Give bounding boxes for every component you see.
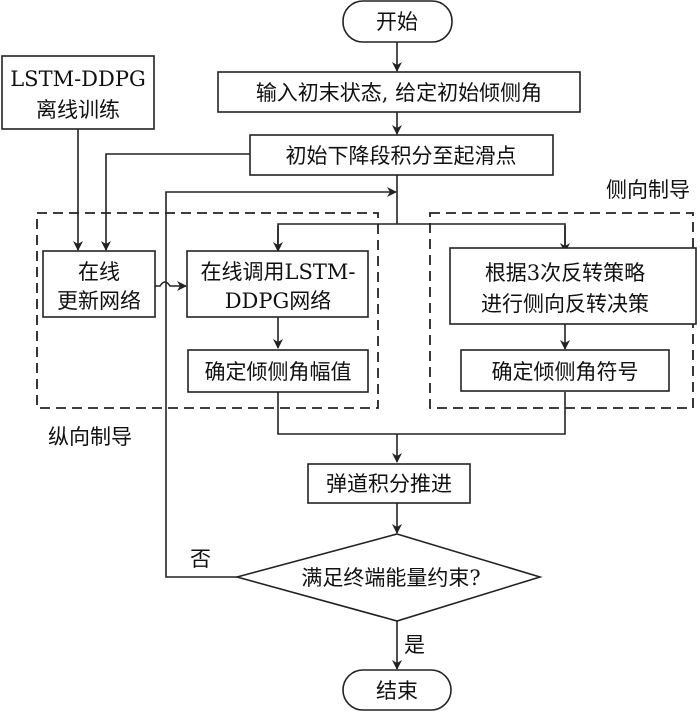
start-node[interactable]: [342, 0, 453, 43]
initial-descent-label: 初始下降段积分至起滑点: [286, 144, 517, 168]
reversal-decision-line-2: 进行侧向反转决策: [481, 292, 649, 316]
edge-update-call: [155, 281, 187, 291]
input-label: 输入初末状态, 给定初始倾侧角: [256, 81, 542, 105]
input-node[interactable]: [217, 71, 581, 113]
offline-training-line-2: 离线训练: [36, 98, 120, 122]
initial-descent-node[interactable]: [249, 134, 554, 176]
bank-magnitude-label: 确定倾侧角幅值: [205, 360, 352, 384]
edge-feedback-no: [165, 187, 397, 578]
longitudinal-guidance-group: [36, 212, 379, 409]
edge-merge: [277, 392, 566, 435]
yes-label: 是: [404, 633, 425, 657]
online-update-line-1: 在线: [78, 260, 120, 284]
online-call-node[interactable]: [186, 250, 369, 318]
online-update-line-2: 更新网络: [57, 289, 141, 313]
online-call-line-2: DDPG网络: [225, 289, 332, 313]
bank-sign-node[interactable]: [460, 349, 670, 392]
online-call-line-1: 在线调用LSTM-: [201, 260, 356, 284]
end-label: 结束: [376, 679, 418, 703]
online-update-node[interactable]: [42, 250, 156, 318]
start-label: 开始: [376, 10, 418, 34]
terminal-check-node[interactable]: [233, 533, 543, 622]
end-node[interactable]: [342, 669, 452, 711]
bank-sign-label: 确定倾侧角符号: [492, 360, 639, 384]
offline-training-line-1: LSTM-DDPG: [10, 67, 146, 91]
bank-magnitude-node[interactable]: [187, 349, 369, 393]
reversal-decision-node[interactable]: [449, 247, 697, 325]
edge-descent-online-update: [101, 153, 250, 251]
reversal-decision-line-1: 根据3次反转策略: [485, 261, 645, 285]
offline-training-node[interactable]: [1, 55, 155, 130]
trajectory-integration-node[interactable]: [307, 463, 471, 504]
no-label: 否: [190, 547, 211, 571]
trajectory-integration-label: 弹道积分推进: [326, 472, 452, 496]
lateral-guidance-label: 侧向制导: [606, 178, 690, 202]
longitudinal-guidance-label: 纵向制导: [48, 425, 132, 449]
terminal-check-label: 满足终端能量约束?: [301, 566, 480, 590]
